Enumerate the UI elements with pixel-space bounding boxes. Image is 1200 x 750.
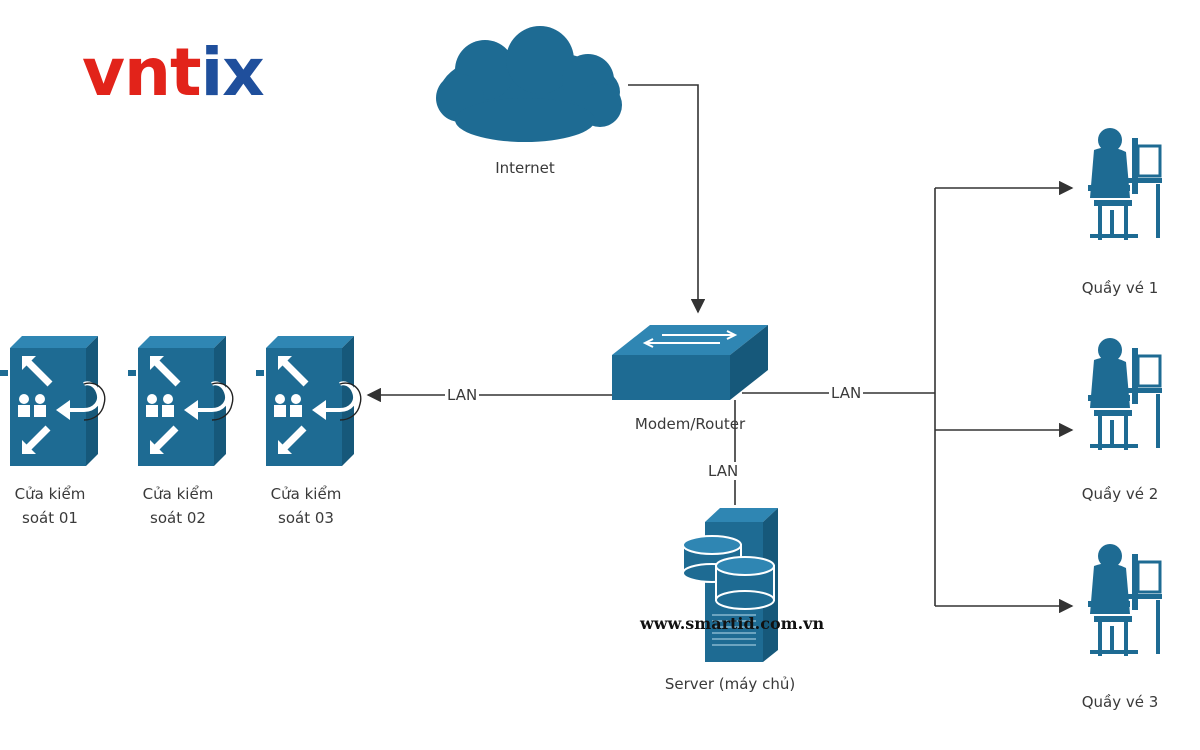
lan-gates-label: LAN <box>445 386 480 404</box>
router-label: Modem/Router <box>634 415 746 433</box>
vntix-logo: vntix <box>82 34 265 111</box>
person-at-desk-icon <box>1088 338 1162 450</box>
gate-icon <box>0 336 106 466</box>
router-icon <box>612 325 768 400</box>
lan-counters-label: LAN <box>829 384 864 402</box>
server-label: Server (máy chủ) <box>664 675 796 693</box>
gate-icon <box>256 336 362 466</box>
gate-2-label-line-2: soát 02 <box>150 509 206 527</box>
gate-1-label-line-2: soát 01 <box>22 509 78 527</box>
database-icon <box>715 556 775 610</box>
cloud-icon <box>436 26 622 142</box>
gate-3-label-line-1: Cửa kiểm <box>270 485 342 503</box>
gate-2-label: Cửa kiểm soát 02 <box>128 482 228 530</box>
gate-2-label-line-1: Cửa kiểm <box>142 485 214 503</box>
person-at-desk-icon <box>1088 128 1162 240</box>
server-icon <box>682 508 778 662</box>
internet-to-router-line <box>628 84 706 314</box>
gate-icon <box>128 336 234 466</box>
gate-1-label: Cửa kiểm soát 01 <box>0 482 100 530</box>
connectors <box>366 84 1074 614</box>
gate-1-label-line-1: Cửa kiểm <box>14 485 86 503</box>
counter-3-label: Quầy vé 3 <box>1081 693 1159 711</box>
lan-server-label: LAN <box>706 462 741 480</box>
person-at-desk-icon <box>1088 544 1162 656</box>
counter-2-label: Quầy vé 2 <box>1081 485 1159 503</box>
gate-3-label: Cửa kiểm soát 03 <box>256 482 356 530</box>
counter-1-label: Quầy vé 1 <box>1081 279 1159 297</box>
watermark: www.smartid.com.vn <box>640 614 825 633</box>
gate-3-label-line-2: soát 03 <box>278 509 334 527</box>
internet-label: Internet <box>495 159 555 177</box>
